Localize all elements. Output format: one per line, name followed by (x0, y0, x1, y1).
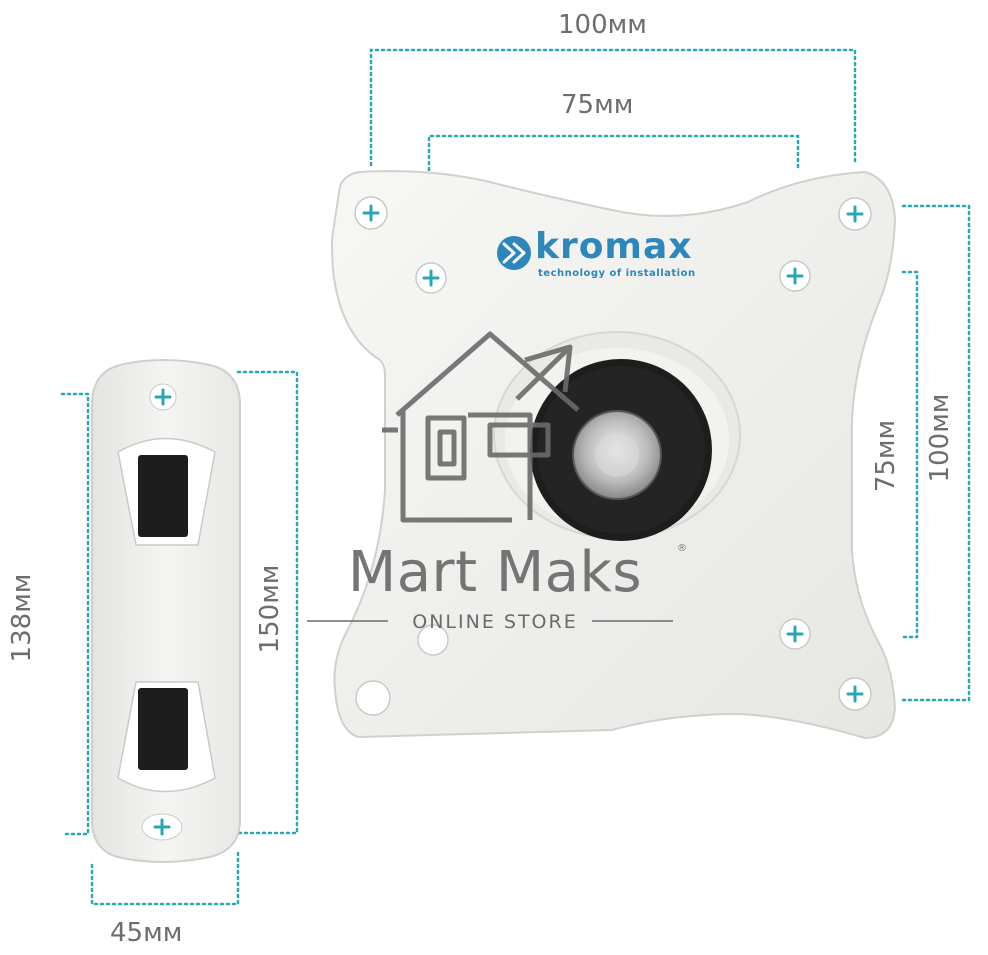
vesa-plate (331, 170, 897, 740)
watermark-subtitle: ONLINE STORE (412, 611, 578, 633)
dimension-lines (60, 48, 971, 906)
brand-name: kromax (535, 226, 693, 267)
dim-label-top-outer: 100мм (558, 10, 647, 40)
brand-tagline: technology of installation (538, 268, 696, 279)
plus-icon (153, 388, 172, 836)
dim-line-right-outer (901, 204, 971, 702)
kromax-logo-icon (497, 236, 531, 270)
rubber-pad-top (138, 455, 188, 537)
rubber-pad-bottom (138, 688, 188, 770)
dim-label-right-inner: 75мм (871, 419, 901, 493)
wall-strip (91, 359, 241, 863)
plus-icon (362, 204, 864, 703)
dim-label-bottom-width: 45мм (110, 918, 183, 948)
dim-line-left-height (60, 392, 90, 836)
dim-line-right-inner (901, 270, 919, 639)
dim-line-bottom-width (90, 848, 240, 906)
dim-label-right-outer: 100мм (925, 393, 955, 483)
dim-label-top-inner: 75мм (561, 90, 634, 120)
dim-line-left-span (236, 370, 299, 835)
dim-line-top-inner (427, 134, 800, 172)
dim-line-top-outer (369, 48, 857, 167)
house-icon (382, 331, 580, 523)
watermark-title: Mart Maks (347, 540, 643, 605)
dim-label-left-span: 150мм (255, 564, 285, 654)
watermark-registered-mark: ® (677, 543, 687, 554)
dim-label-left-height: 138мм (7, 573, 37, 663)
